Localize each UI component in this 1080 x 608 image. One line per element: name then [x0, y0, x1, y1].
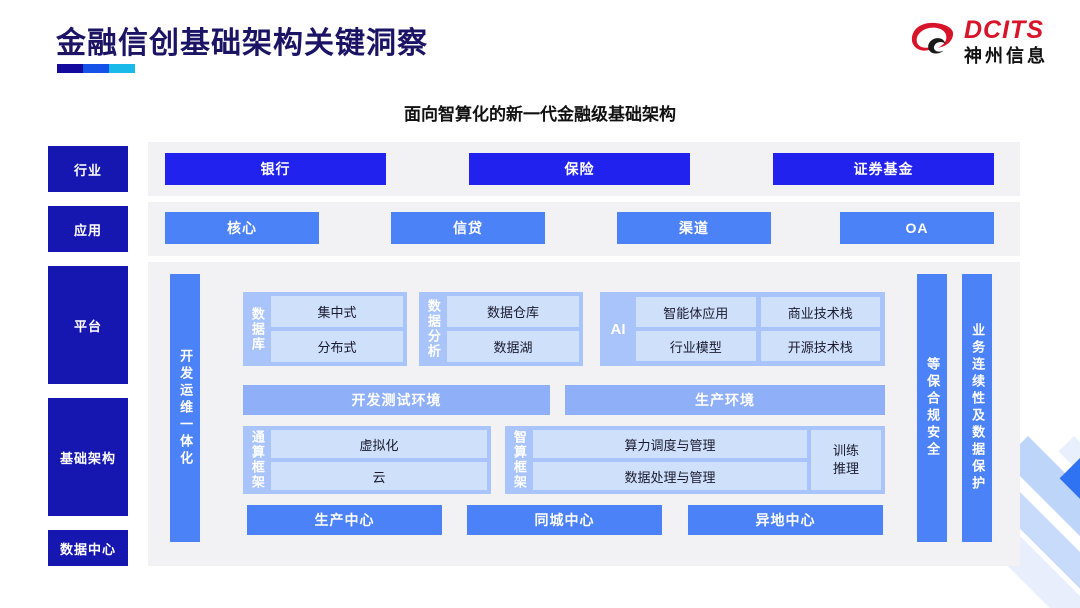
layer-label-data-center: 数据中心	[48, 530, 128, 566]
pillar-business-continuity-data-protection[interactable]: 业务连续性及数据保护	[962, 274, 992, 542]
layer-label-infrastructure: 基础架构	[48, 398, 128, 516]
cell-cloud[interactable]: 云	[271, 462, 487, 490]
cell-centralized[interactable]: 集中式	[271, 296, 403, 327]
group-intelligent-compute-framework[interactable]: 智算框架 算力调度与管理 数据处理与管理 训练 推理	[505, 426, 885, 494]
cell-industry-model[interactable]: 行业模型	[636, 331, 756, 361]
layer-label-application: 应用	[48, 206, 128, 252]
group-ai[interactable]: AI 智能体应用 行业模型 商业技术栈 开源技术栈	[600, 292, 885, 366]
group-label-ai: AI	[610, 320, 626, 338]
cell-training-inference[interactable]: 训练 推理	[811, 430, 881, 490]
layer-label-industry: 行业	[48, 146, 128, 192]
group-label-general-compute-framework: 通算框架	[249, 430, 265, 490]
band-production-environment[interactable]: 生产环境	[565, 385, 885, 415]
pillar-compliance-security[interactable]: 等保合规安全	[917, 274, 947, 542]
group-data-analysis[interactable]: 数据分析 数据仓库 数据湖	[419, 292, 583, 366]
layer-label-platform: 平台	[48, 266, 128, 384]
brand-logo: DCITS 神州信息	[909, 18, 1048, 65]
data-center-production[interactable]: 生产中心	[247, 505, 442, 535]
application-chip-core[interactable]: 核心	[165, 212, 319, 244]
cell-data-warehouse[interactable]: 数据仓库	[447, 296, 579, 327]
data-center-metro[interactable]: 同城中心	[467, 505, 662, 535]
title-underline-accent	[57, 64, 135, 73]
logo-text-cn: 神州信息	[964, 46, 1048, 66]
cell-commercial-tech-stack[interactable]: 商业技术栈	[760, 297, 880, 327]
cell-compute-scheduling-management[interactable]: 算力调度与管理	[533, 430, 807, 458]
group-general-compute-framework[interactable]: 通算框架 虚拟化 云	[243, 426, 491, 494]
diagram-subtitle: 面向智算化的新一代金融级基础架构	[404, 105, 676, 124]
industry-chip-securities-fund[interactable]: 证券基金	[773, 153, 994, 185]
application-chip-credit[interactable]: 信贷	[391, 212, 545, 244]
pillar-devops-integration[interactable]: 开发运维一体化	[170, 274, 200, 542]
group-label-data-analysis: 数据分析	[425, 299, 441, 359]
dcits-swirl-icon	[911, 22, 954, 53]
cell-agent-application[interactable]: 智能体应用	[636, 297, 756, 327]
group-database[interactable]: 数据库 集中式 分布式	[243, 292, 407, 366]
cell-distributed[interactable]: 分布式	[271, 331, 403, 362]
application-chip-channel[interactable]: 渠道	[617, 212, 771, 244]
industry-chip-insurance[interactable]: 保险	[469, 153, 690, 185]
cell-data-lake[interactable]: 数据湖	[447, 331, 579, 362]
logo-text-en: DCITS	[964, 16, 1044, 44]
cell-virtualization[interactable]: 虚拟化	[271, 430, 487, 458]
group-label-database: 数据库	[249, 306, 265, 352]
cell-opensource-tech-stack[interactable]: 开源技术栈	[760, 331, 880, 361]
data-center-remote[interactable]: 异地中心	[688, 505, 883, 535]
cell-data-processing-management[interactable]: 数据处理与管理	[533, 462, 807, 490]
industry-chip-bank[interactable]: 银行	[165, 153, 386, 185]
band-dev-test-environment[interactable]: 开发测试环境	[243, 385, 550, 415]
application-chip-oa[interactable]: OA	[840, 212, 994, 244]
page-title: 金融信创基础架构关键洞察	[56, 27, 428, 60]
group-label-intelligent-compute-framework: 智算框架	[511, 430, 527, 490]
